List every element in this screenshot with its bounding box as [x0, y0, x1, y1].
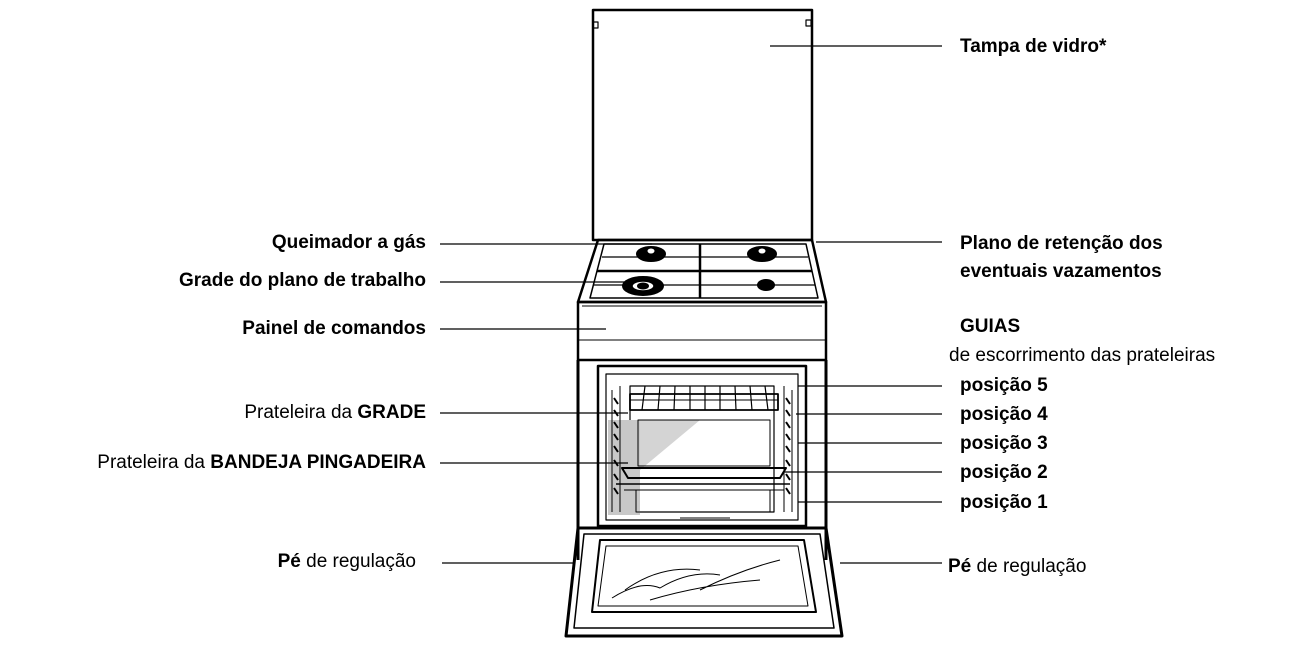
label-position-1: posição 1 — [960, 492, 1048, 513]
label-adjusting-foot-right: Pé de regulação — [948, 556, 1087, 577]
label-position-4: posição 4 — [960, 404, 1048, 425]
label-control-panel: Painel de comandos — [242, 318, 426, 339]
label-position-2: posição 2 — [960, 462, 1048, 483]
control-panel — [576, 300, 828, 362]
oven-body — [576, 360, 828, 560]
label-position-3: posição 3 — [960, 433, 1048, 454]
label-drip-tray-shelf: Prateleira da BANDEJA PINGADEIRA — [97, 452, 426, 473]
label-position-5: posição 5 — [960, 375, 1048, 396]
open-door — [564, 526, 844, 638]
label-rack-shelf: Prateleira da GRADE — [244, 402, 426, 423]
hob — [576, 238, 828, 304]
label-hob-grid: Grade do plano de trabalho — [178, 270, 426, 291]
label-glass-lid: Tampa de vidro* — [960, 36, 1107, 57]
label-gas-burner: Queimador a gás — [271, 232, 426, 253]
label-spill-tray-line2: eventuais vazamentos — [960, 261, 1162, 282]
glass-lid — [591, 8, 814, 242]
label-adjusting-foot-left: Pé de regulação — [277, 551, 416, 572]
label-guides-subtitle: de escorrimento das prateleiras — [949, 345, 1216, 366]
leader-lines — [440, 45, 942, 564]
label-guides-title: GUIAS — [960, 316, 1021, 337]
label-spill-tray-line1: Plano de retenção dos — [960, 233, 1163, 254]
